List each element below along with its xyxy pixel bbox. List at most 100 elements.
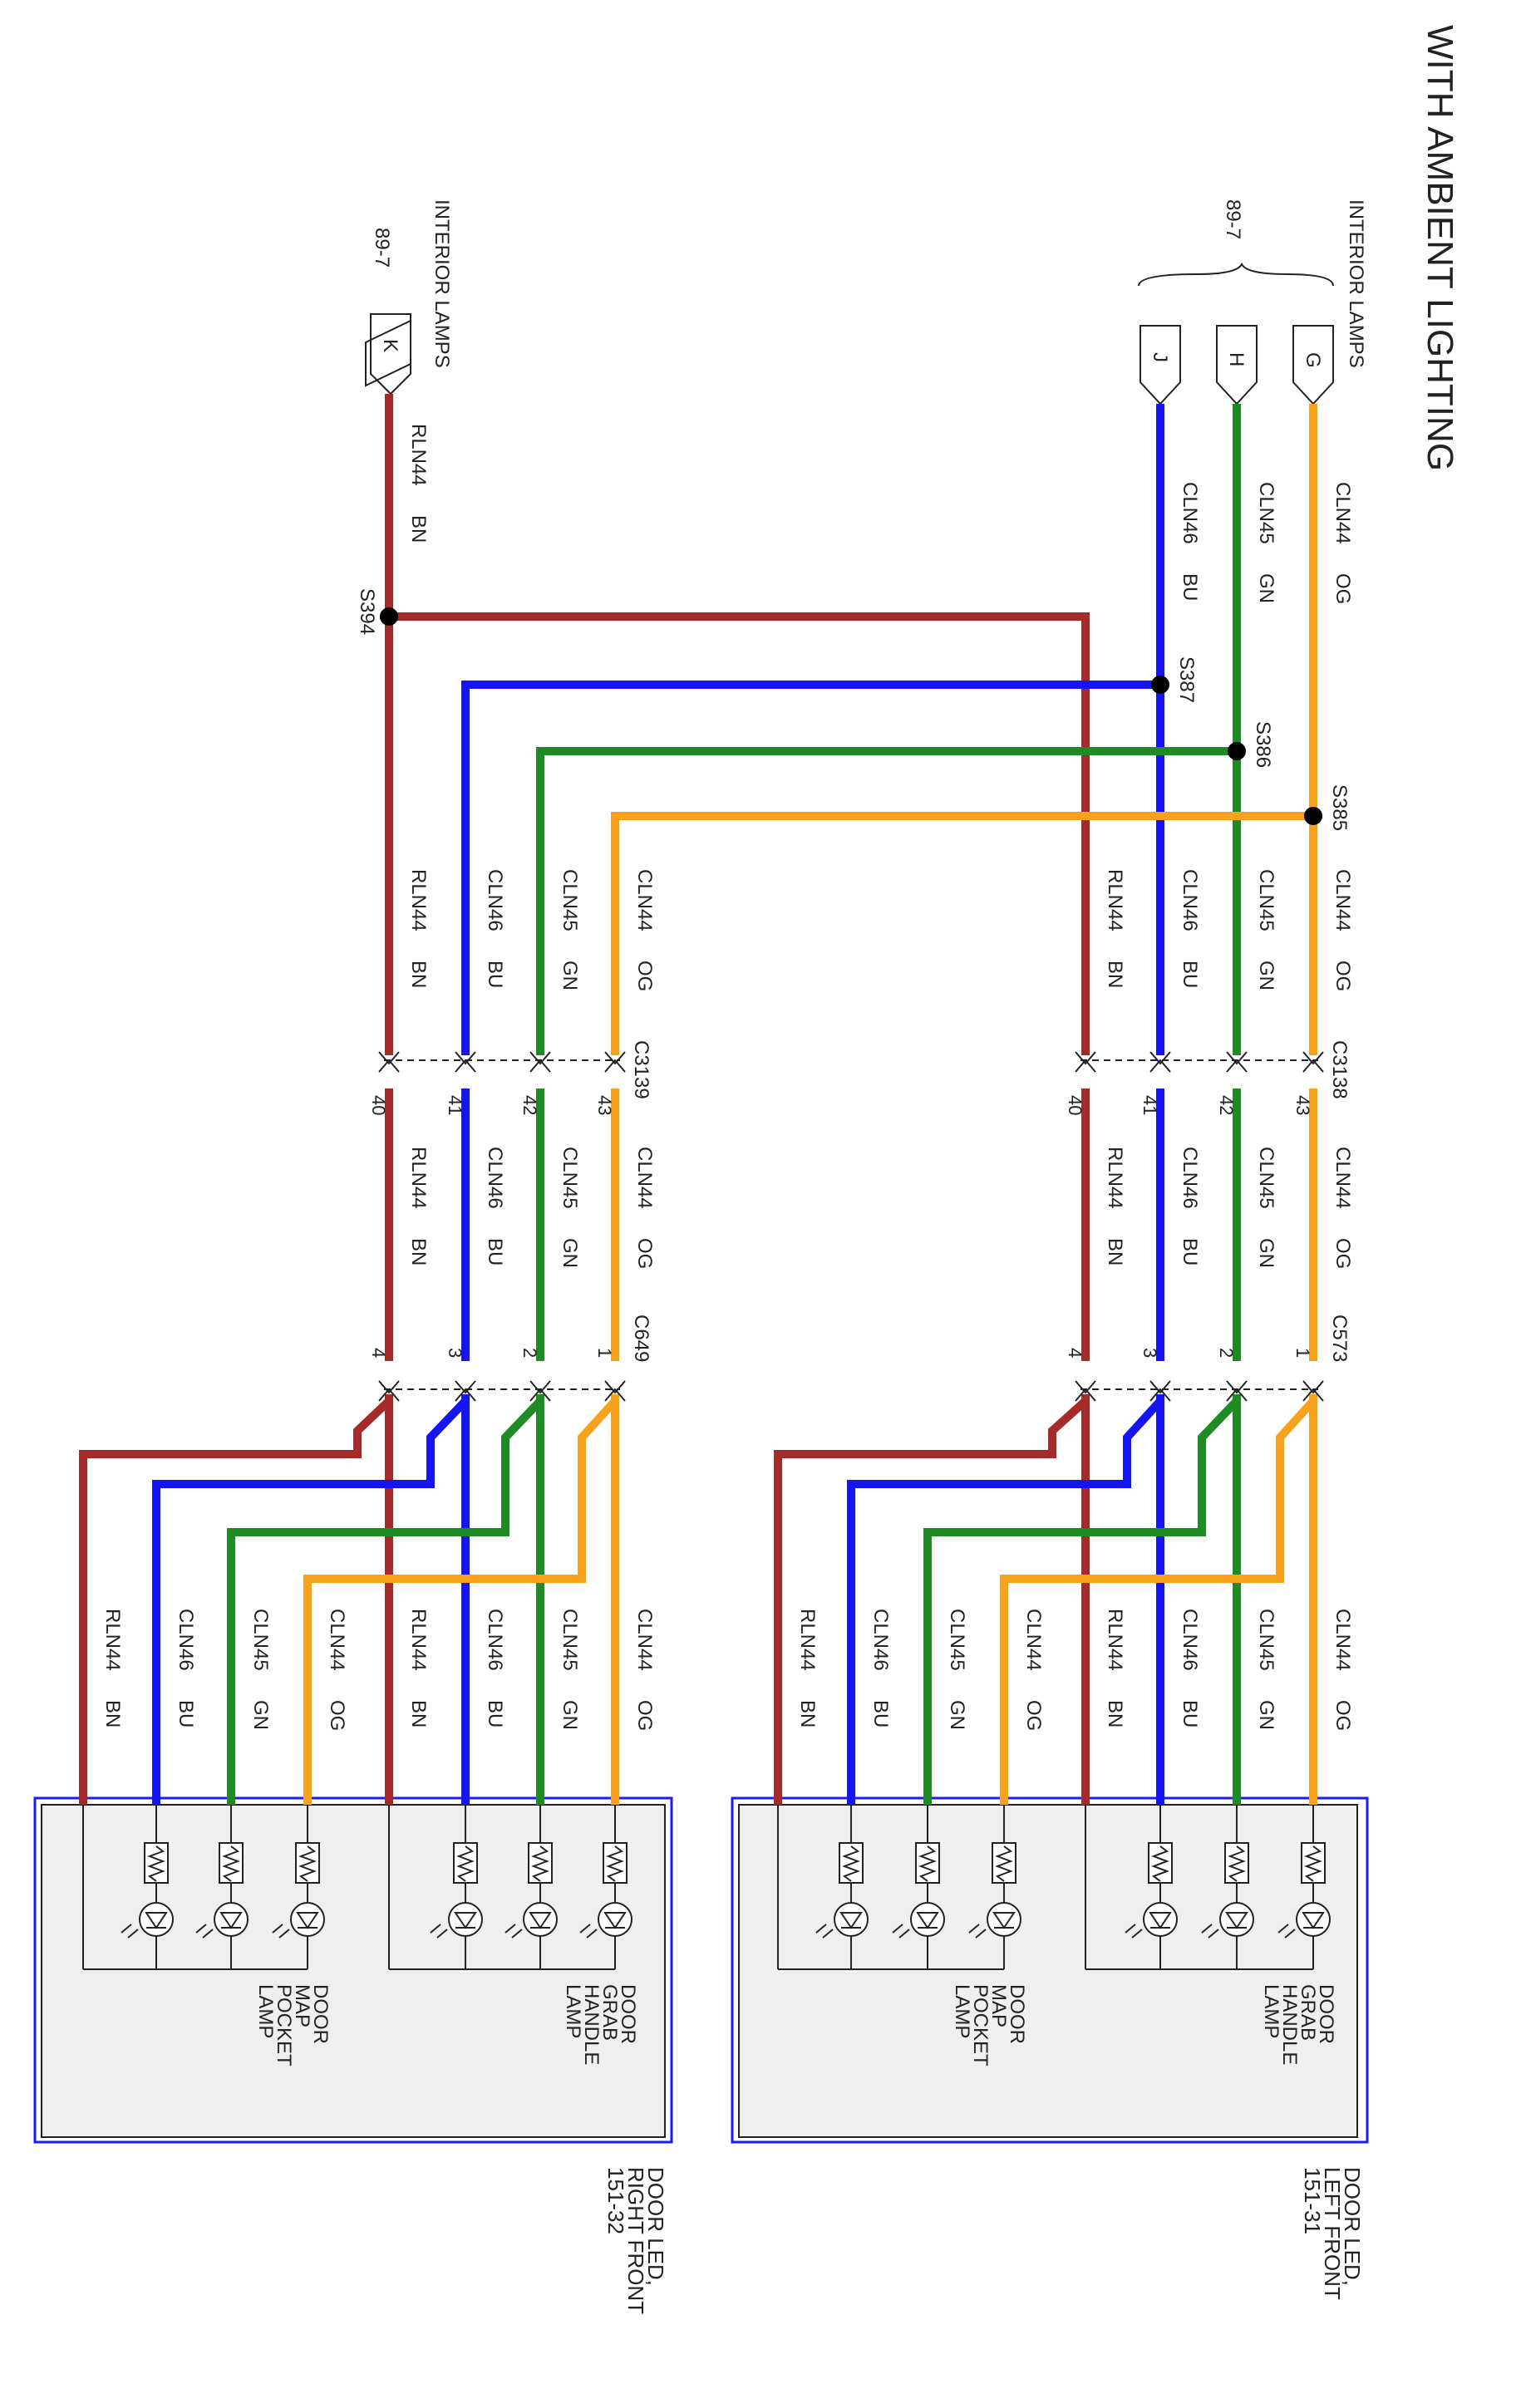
connector-arrow [1302,1380,1324,1394]
resistor-zigzag [918,1845,937,1882]
lamp-label: GRAB [1297,1984,1319,2041]
circuit-label: RLN44 [796,1609,819,1671]
module-left-front-border [731,1796,1369,2144]
circuit-label: RLN44 [1104,1609,1126,1671]
resistor-zigzag [1304,1845,1322,1882]
splice-label-s385: S385 [1328,784,1351,831]
pin-k-body [370,313,411,396]
color-code-label: BN [1104,1700,1126,1727]
color-code-label: BN [1104,1238,1126,1265]
led-triangle [1302,1912,1325,1929]
circuit-label: CLN46 [484,1147,506,1209]
color-code-label: GN [559,1700,581,1730]
wire-og-map-left [1000,1398,1317,1805]
resistor-zigzag [995,1845,1013,1882]
led-icon [987,1902,1021,1937]
source-connector-lower: K INTERIOR LAMPS 89-7 [365,199,453,396]
color-code-label: GN [1255,1238,1277,1268]
resistor-icon [453,1842,478,1884]
pin-number: 41 [1140,1095,1160,1115]
resistor-zigzag [1228,1845,1246,1882]
resistor-zigzag [456,1845,475,1882]
circuit-label: CLN46 [175,1609,197,1671]
color-code-label: BU [1179,1700,1201,1727]
pin-number: 42 [519,1095,540,1115]
connector-arrow [604,1059,626,1073]
circuit-label: CLN45 [1255,869,1277,931]
connector-arrow [1302,1388,1324,1402]
connector-arrow [455,1388,476,1402]
lamp-label: DOOR [309,1984,332,2044]
circuit-label: CLN44 [1331,482,1354,544]
splice-dot-s394 [380,607,398,626]
lamp-label: POCKET [969,1984,992,2066]
lamp-label: LAMP [254,1984,277,2038]
connector-arrow [378,1380,400,1394]
pin-number: 42 [1216,1095,1237,1115]
wire-bu-map-left [847,1398,1164,1805]
led-icon [448,1902,483,1937]
color-code-label: BU [1179,1238,1201,1265]
circuit-label: CLN45 [559,1609,581,1671]
wire-bn-map-right [79,1398,392,1805]
lamp-label: HANDLE [1278,1984,1301,2065]
connector-arrow [1075,1051,1096,1065]
circuit-label: CLN44 [1022,1609,1045,1671]
color-code-label: OG [1331,961,1354,991]
resistor-zigzag [606,1845,624,1882]
connector-arrow [529,1059,551,1073]
splice-dot-s387 [1151,676,1169,694]
wire-gn-map-left [923,1398,1240,1805]
led-triangle [296,1912,319,1929]
wire-gn-map-right [227,1398,544,1805]
led-triangle [839,1912,863,1929]
connector-arrow [455,1059,476,1073]
led-triangle [1149,1912,1172,1929]
led-triangle [145,1912,168,1929]
led-icon [214,1902,249,1937]
circuit-label: CLN45 [946,1609,968,1671]
color-code-label: BU [869,1700,892,1727]
source-connector-upper: G H J INTERIOR LAMPS 89-7 [1138,199,1367,405]
circuit-label: CLN46 [484,869,506,931]
color-code-label: OG [633,1238,656,1269]
module-right-front-title: DOOR LED, [643,2167,668,2286]
lamp-label: DOOR [617,1984,639,2044]
connector-arrow [604,1051,626,1065]
circuit-label: CLN44 [326,1609,348,1671]
connector-arrow [529,1051,551,1065]
resistor-zigzag [298,1845,317,1882]
generated-labels: CLN44OGCLN44OGCLN44OGCLN44OGCLN44OG431CL… [82,424,1354,2066]
module-left-front-body [738,1804,1358,2138]
connector-arrow [1149,1059,1171,1073]
light-arrows-icon [505,1924,523,1939]
module-left-front-title: DOOR LED, [1340,2167,1365,2286]
pin-number: 1 [1292,1348,1313,1358]
color-code-label: BU [1179,961,1201,988]
light-arrows-icon [1277,1924,1296,1939]
led-icon [1219,1902,1254,1937]
led-triangle [916,1912,939,1929]
connector-arrow [378,1388,400,1402]
color-code-label: BU [1179,573,1201,601]
lamp-label: LAMP [562,1984,584,2038]
led-icon [290,1902,325,1937]
source-lower-label: INTERIOR LAMPS [431,199,453,368]
connector-arrow [1226,1388,1248,1402]
color-code-label: BN [407,1238,430,1265]
led-icon [139,1902,174,1937]
lamp-label: DOOR [1315,1984,1337,2044]
pin-h-label: H [1225,352,1248,366]
connector-arrow [1302,1051,1324,1065]
module-right-front-border [33,1796,673,2144]
source-upper-ref: 89-7 [1222,199,1244,239]
module-left-front-subtitle: LEFT FRONT [1320,2167,1345,2300]
wire-bn-source-left [389,612,1090,1055]
pin-number: 40 [368,1095,389,1115]
source-upper-brace [1138,262,1334,287]
lamp-label: HANDLE [580,1984,603,2065]
lamp-label: GRAB [598,1984,621,2041]
pin-g-shape [1292,325,1334,405]
color-code-label: OG [633,1700,656,1731]
